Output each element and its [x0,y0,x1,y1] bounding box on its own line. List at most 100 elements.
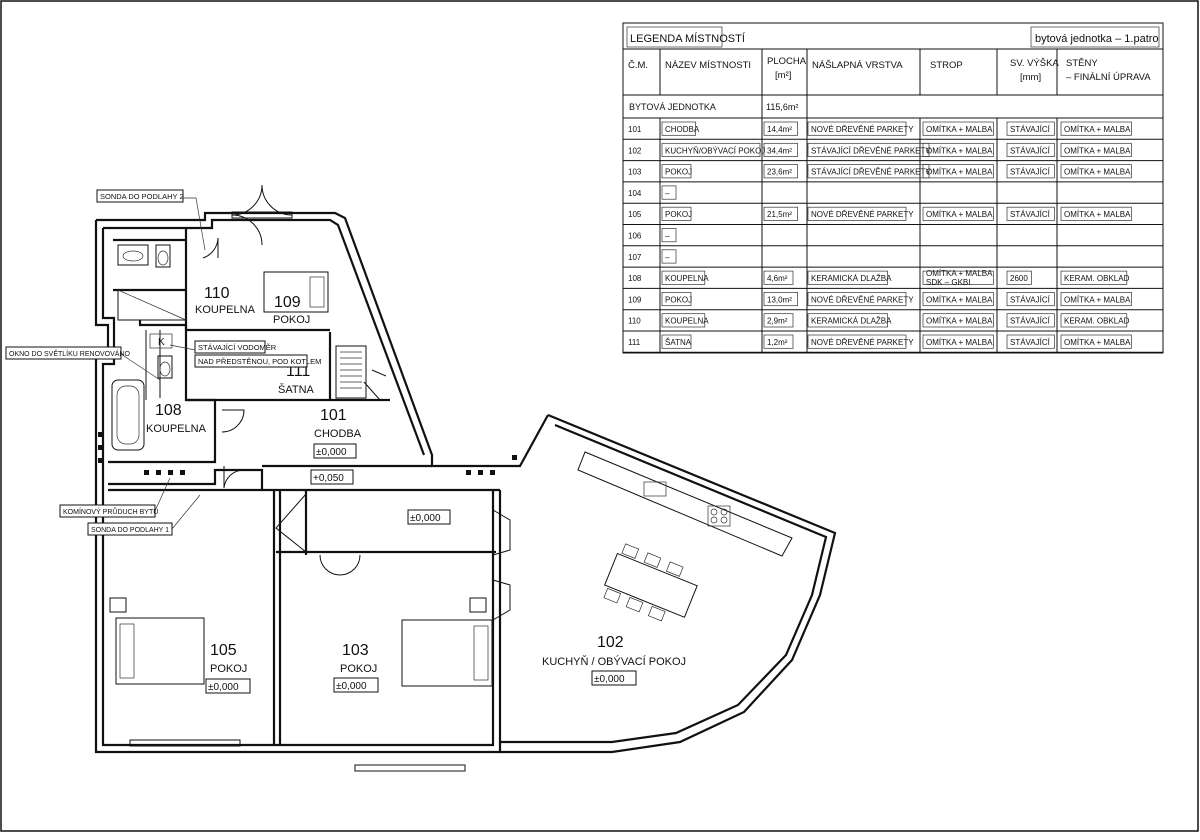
legend-cell-box [763,142,798,157]
legend-cell-box [922,313,994,328]
bed-109 [263,271,329,313]
header-cm: Č.M. [628,60,648,71]
legend-cell-ceiling: OMÍTKA + MALBA [926,269,993,278]
boiler-label: K [158,337,165,348]
dining-table [603,543,698,622]
legend-subtitle-box [1030,26,1160,48]
header-walls: STĚNY [1066,58,1098,69]
legend-cell-area: 34,4m² [767,146,792,155]
legend-cell-height: STÁVAJÍCÍ [1010,317,1051,326]
legend-cell-box [807,121,907,136]
legend-cell-box [763,206,798,221]
sink-110 [117,244,149,266]
legend-cell-box [763,270,794,285]
room-105-name: POKOJ [210,663,247,675]
legend-cell-ceiling: OMÍTKA + MALBA [926,168,993,177]
annotations: SONDA DO PODLAHY 2 OKNO DO SVĚTLÍKU RENO… [5,189,321,536]
windows [129,211,466,772]
note-chimney: KOMÍNOVÝ PRŮDUCH BYTU [63,507,158,516]
legend-cell-height: STÁVAJÍCÍ [1010,338,1051,347]
bathroom-110-fixtures [117,244,187,321]
legend-cell-box [661,334,692,349]
legend-cell-cm: 111 [628,338,641,347]
bathroom-108-fixtures [111,355,173,451]
legend-cell-name: POKOJ [665,295,692,304]
legend-column-lines [659,49,1058,353]
legend-cell-ceiling-secondary: SDK – GKBI [926,278,970,287]
level-105: ±0,000 [208,682,239,693]
note-probe-2: SONDA DO PODLAHY 2 [100,192,184,201]
room-109-name: POKOJ [273,314,310,326]
note-window: OKNO DO SVĚTLÍKU RENOVOVÁNO [9,349,131,358]
legend-cell-box [807,164,930,179]
room-legend-table: LEGENDA MÍSTNOSTÍ bytová jednotka – 1.pa… [622,22,1164,354]
legend-cell-box [1006,164,1055,179]
legend-cell-floor: NOVÉ DŘEVĚNÉ PARKETY [811,295,914,304]
legend-cell-ceiling: OMÍTKA + MALBA [926,146,993,155]
legend-cell-cm: 106 [628,232,642,241]
room-109-number: 109 [274,294,301,311]
shower-110 [117,289,187,321]
legend-cell-box [1060,292,1132,307]
legend-cell-cm: 107 [628,253,642,262]
legend-cell-ceiling: OMÍTKA + MALBA [926,210,993,219]
toilet-108 [157,355,173,379]
interior-walls [108,228,500,745]
legend-cell-box [1006,334,1055,349]
legend-cell-box [1060,334,1132,349]
legend-cell-box [1060,164,1132,179]
legend-cell-box [922,142,994,157]
legend-cell-ceiling: OMÍTKA + MALBA [926,125,993,134]
legend-cell-box [1060,313,1128,328]
legend-cell-box [661,270,706,285]
room-105-number: 105 [210,642,237,659]
legend-cell-box [661,228,677,243]
legend-cell-box [661,121,696,136]
legend-cell-floor: NOVÉ DŘEVĚNÉ PARKETY [811,338,914,347]
header-walls-finish: – FINÁLNÍ ÚPRAVA [1066,72,1151,83]
legend-cell-box [763,313,794,328]
kitchen-counter [577,451,793,557]
legend-cell-box [1060,121,1132,136]
legend-border [622,22,1164,354]
legend-cell-box [661,164,692,179]
legend-cell-area: 4,6m² [767,274,788,283]
legend-cell-box [807,270,888,285]
toilet-110 [155,244,171,268]
legend-cell-name: ŠATNA [665,338,692,347]
legend-cell-walls: KERAM. OBKLAD [1064,274,1130,283]
nightstand-105 [109,597,127,613]
pillow-109 [309,276,325,308]
legend-title: LEGENDA MÍSTNOSTÍ [630,32,746,45]
header-floor: NÁŠLAPNÁ VRSTVA [812,60,903,71]
legend-cell-area: 2,9m² [767,317,788,326]
legend-cell-name: KUCHYŇ/OBÝVACÍ POKOJ [665,146,765,155]
legend-cell-box [1006,270,1032,285]
room-103-number: 103 [342,642,369,659]
legend-cell-cm: 104 [628,189,642,198]
room-labels: 110 KOUPELNA 109 POKOJ 111 ŠATNA 108 KOU… [146,285,686,675]
legend-cell-walls: OMÍTKA + MALBA [1064,125,1131,134]
legend-cell-box [807,334,907,349]
header-ceiling: STROP [930,60,963,71]
legend-cell-floor: STÁVAJÍCÍ DŘEVĚNÉ PARKETY [811,168,931,177]
legend-cell-box [922,334,994,349]
legend-cell-box [1006,121,1055,136]
legend-cell-box [922,164,994,179]
legend-cell-box [922,206,994,221]
room-102-name: KUCHYŇ / OBÝVACÍ POKOJ [542,655,686,668]
legend-cell-cm: 109 [628,295,642,304]
bed-103 [401,619,493,687]
legend-cell-walls: OMÍTKA + MALBA [1064,295,1131,304]
legend-cell-box [661,206,692,221]
room-108-name: KOUPELNA [146,423,207,435]
legend-cell-area: 21,5m² [767,210,792,219]
legend-cell-area: 23,6m² [767,168,792,177]
header-area-unit: [m²] [775,70,791,81]
legend-cell-box [661,249,677,264]
legend-cell-floor: KERAMICKÁ DLAŽBA [811,274,892,283]
legend-cell-area: 1,2m² [767,338,788,347]
legend-cell-ceiling: OMÍTKA + MALBA [926,317,993,326]
bed-105 [115,617,205,685]
